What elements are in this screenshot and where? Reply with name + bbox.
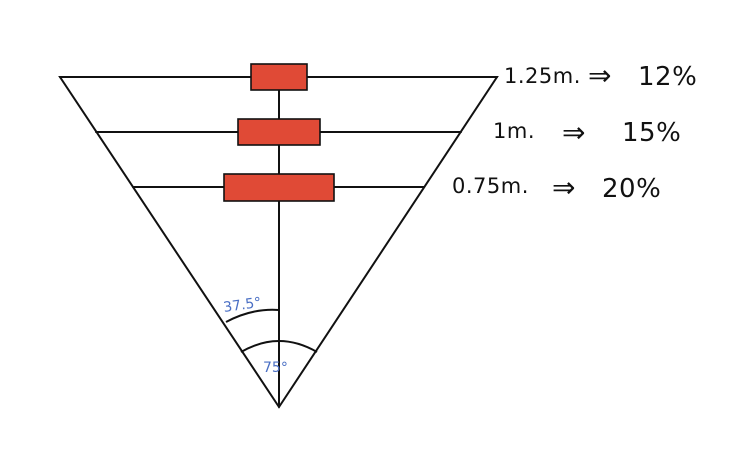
level-3-arrow: ⇒: [552, 171, 576, 204]
level-2-arrow: ⇒: [562, 116, 586, 149]
level-1-arrow: ⇒: [588, 59, 612, 92]
level-2-distance: 1m.: [493, 119, 535, 143]
level-1-percent: 12%: [638, 62, 697, 92]
full-angle-arc: [240, 340, 318, 353]
level-box-3: [223, 173, 335, 202]
level-1-distance: 1.25m.: [504, 64, 581, 88]
level-3-percent: 20%: [602, 174, 661, 204]
half-angle-label: 37.5°: [222, 295, 262, 316]
level-3-distance: 0.75m.: [452, 174, 529, 198]
level-2-percent: 15%: [622, 118, 681, 148]
full-angle-label: 75°: [263, 360, 288, 376]
level-box-2: [237, 118, 321, 146]
half-angle-arc: [225, 308, 280, 323]
level-box-1: [250, 63, 308, 91]
